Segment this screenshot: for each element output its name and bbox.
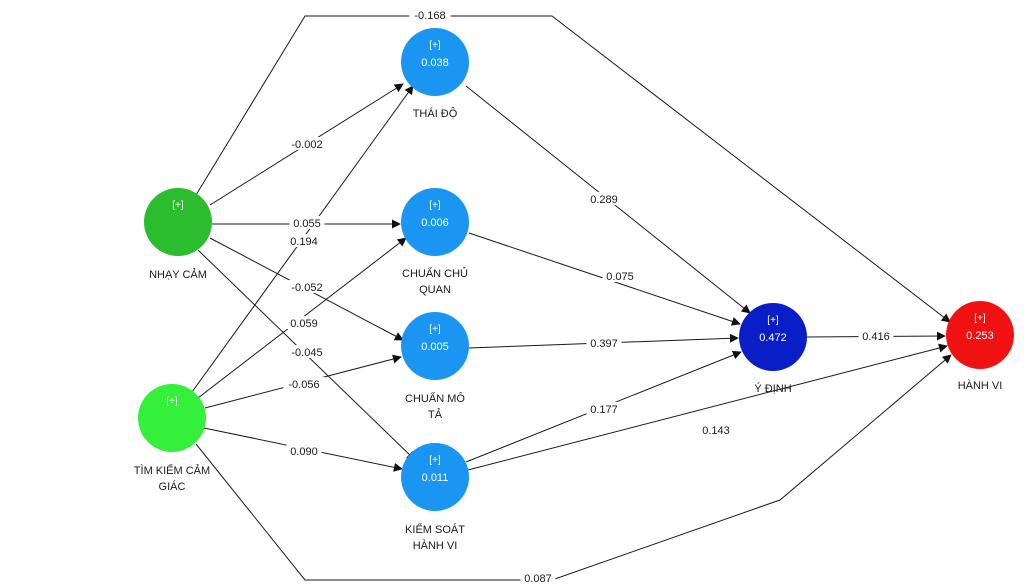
- edge-label-background: [602, 269, 638, 282]
- node-r-squared-value: 0.472: [759, 332, 787, 344]
- expand-indicator[interactable]: [+]: [429, 40, 441, 51]
- node-circle[interactable]: [138, 384, 206, 452]
- edge-weight-label: 0.194: [290, 236, 318, 248]
- expand-indicator[interactable]: [+]: [429, 200, 441, 211]
- edge-weight-label: 0.143: [702, 425, 730, 437]
- node-label: CHUẨN MÔ: [405, 392, 465, 405]
- node-label: TẢ: [428, 408, 443, 421]
- edge-weight-label: 0.055: [293, 218, 321, 230]
- node-label: CHUẨN CHỦ: [402, 267, 468, 280]
- nodes-layer: [+] NHẠY CẢM [+] TÌM KIẾM CẢM GIÁC [+] 0.038TH…: [134, 28, 1014, 552]
- edge-label-group: 0.055: [289, 216, 325, 230]
- edge-label-background: [286, 280, 328, 293]
- edge-label-group: 0.416: [858, 329, 894, 343]
- edge-label-group: -0.168: [409, 8, 451, 22]
- node-label: Ý ĐỊNH: [754, 382, 791, 395]
- edge-label-background: [409, 8, 451, 21]
- node-circle[interactable]: [401, 188, 469, 256]
- edge-label-group: 0.075: [602, 269, 638, 283]
- node-tim-kiem[interactable]: [+] TÌM KIẾM CẢM GIÁC: [134, 384, 210, 493]
- node-r-squared-value: 0.038: [421, 57, 449, 69]
- edge-weight-label: 0.075: [606, 271, 634, 283]
- edge-weight-label: 0.087: [524, 573, 552, 585]
- edge-weight-label: -0.052: [291, 282, 322, 294]
- edge-weight-label: -0.002: [291, 139, 322, 151]
- edge-label-background: [289, 216, 325, 229]
- edge-kiem_soat-to-hanh_vi: [467, 343, 948, 471]
- edge-weight-label: 0.090: [290, 446, 318, 458]
- edge-label-group: 0.090: [286, 444, 322, 458]
- node-label: THÁI ĐỘ: [413, 107, 458, 120]
- edge-labels-layer: -0.002 0.055 -0.052 -0.045 -0.168 0.194 0.059 -…: [283, 8, 894, 585]
- edge-label-background: [286, 234, 322, 247]
- node-label: NHẠY CẢM: [149, 268, 207, 281]
- node-nhay-cam[interactable]: [+] NHẠY CẢM: [144, 188, 212, 281]
- edge-weight-label: -0.168: [414, 10, 445, 22]
- edge-label-group: -0.052: [286, 280, 328, 294]
- edge-weight-label: 0.416: [862, 331, 890, 343]
- node-label: KIỂM SOÁT: [405, 523, 465, 536]
- node-circle[interactable]: [401, 443, 469, 511]
- edge-label-background: [283, 377, 325, 390]
- edge-weight-label: -0.056: [288, 379, 319, 391]
- node-r-squared-value: 0.011: [422, 472, 449, 484]
- edge-label-background: [698, 423, 734, 436]
- edge-label-group: -0.002: [286, 137, 328, 151]
- expand-indicator[interactable]: [+]: [429, 324, 441, 335]
- expand-indicator[interactable]: [+]: [767, 315, 779, 326]
- edge-weight-label: 0.177: [590, 404, 618, 416]
- node-y-dinh[interactable]: [+] 0.472 Ý ĐỊNH: [739, 303, 807, 395]
- edge-label-group: 0.087: [520, 571, 556, 585]
- node-label: TÌM KIẾM CẢM: [134, 464, 210, 477]
- node-circle[interactable]: [401, 312, 469, 380]
- edge-label-background: [286, 345, 328, 358]
- edge-label-background: [286, 137, 328, 150]
- node-r-squared-value: 0.253: [966, 330, 994, 342]
- edge-label-group: -0.056: [283, 377, 325, 391]
- edge-label-group: 0.177: [586, 402, 622, 416]
- edge-label-background: [286, 444, 322, 457]
- edge-label-group: 0.289: [586, 192, 622, 206]
- edges-layer: [191, 15, 952, 581]
- edge-weight-label: 0.289: [590, 194, 618, 206]
- edge-label-background: [286, 316, 322, 329]
- expand-indicator[interactable]: [+]: [166, 396, 178, 407]
- edge-label-group: 0.397: [586, 336, 622, 350]
- edge-label-background: [586, 402, 622, 415]
- expand-indicator[interactable]: [+]: [172, 200, 184, 211]
- node-r-squared-value: 0.005: [421, 341, 449, 353]
- node-circle[interactable]: [946, 301, 1014, 369]
- edge-nhay_cam-to-hanh_vi: [195, 15, 951, 323]
- node-circle[interactable]: [144, 188, 212, 256]
- edge-weight-label: -0.045: [291, 347, 322, 359]
- edge-label-background: [520, 571, 556, 584]
- node-circle[interactable]: [401, 28, 469, 96]
- edge-label-group: -0.045: [286, 345, 328, 359]
- edge-label-group: 0.059: [286, 316, 322, 330]
- edge-weight-label: 0.397: [590, 338, 618, 350]
- edge-label-group: 0.194: [286, 234, 322, 248]
- edge-label-background: [586, 192, 622, 205]
- node-label: HÀNH VI: [413, 539, 458, 552]
- expand-indicator[interactable]: [+]: [974, 313, 986, 324]
- edge-weight-label: 0.059: [290, 318, 318, 330]
- node-r-squared-value: 0.006: [421, 217, 449, 229]
- expand-indicator[interactable]: [+]: [429, 455, 441, 466]
- edge-label-background: [858, 329, 894, 342]
- node-label: HÀNH VI: [958, 379, 1003, 392]
- node-label: QUAN: [419, 284, 451, 296]
- node-label: GIÁC: [159, 480, 186, 493]
- edge-label-background: [586, 336, 622, 349]
- node-circle[interactable]: [739, 303, 807, 371]
- edge-label-group: 0.143: [698, 423, 734, 437]
